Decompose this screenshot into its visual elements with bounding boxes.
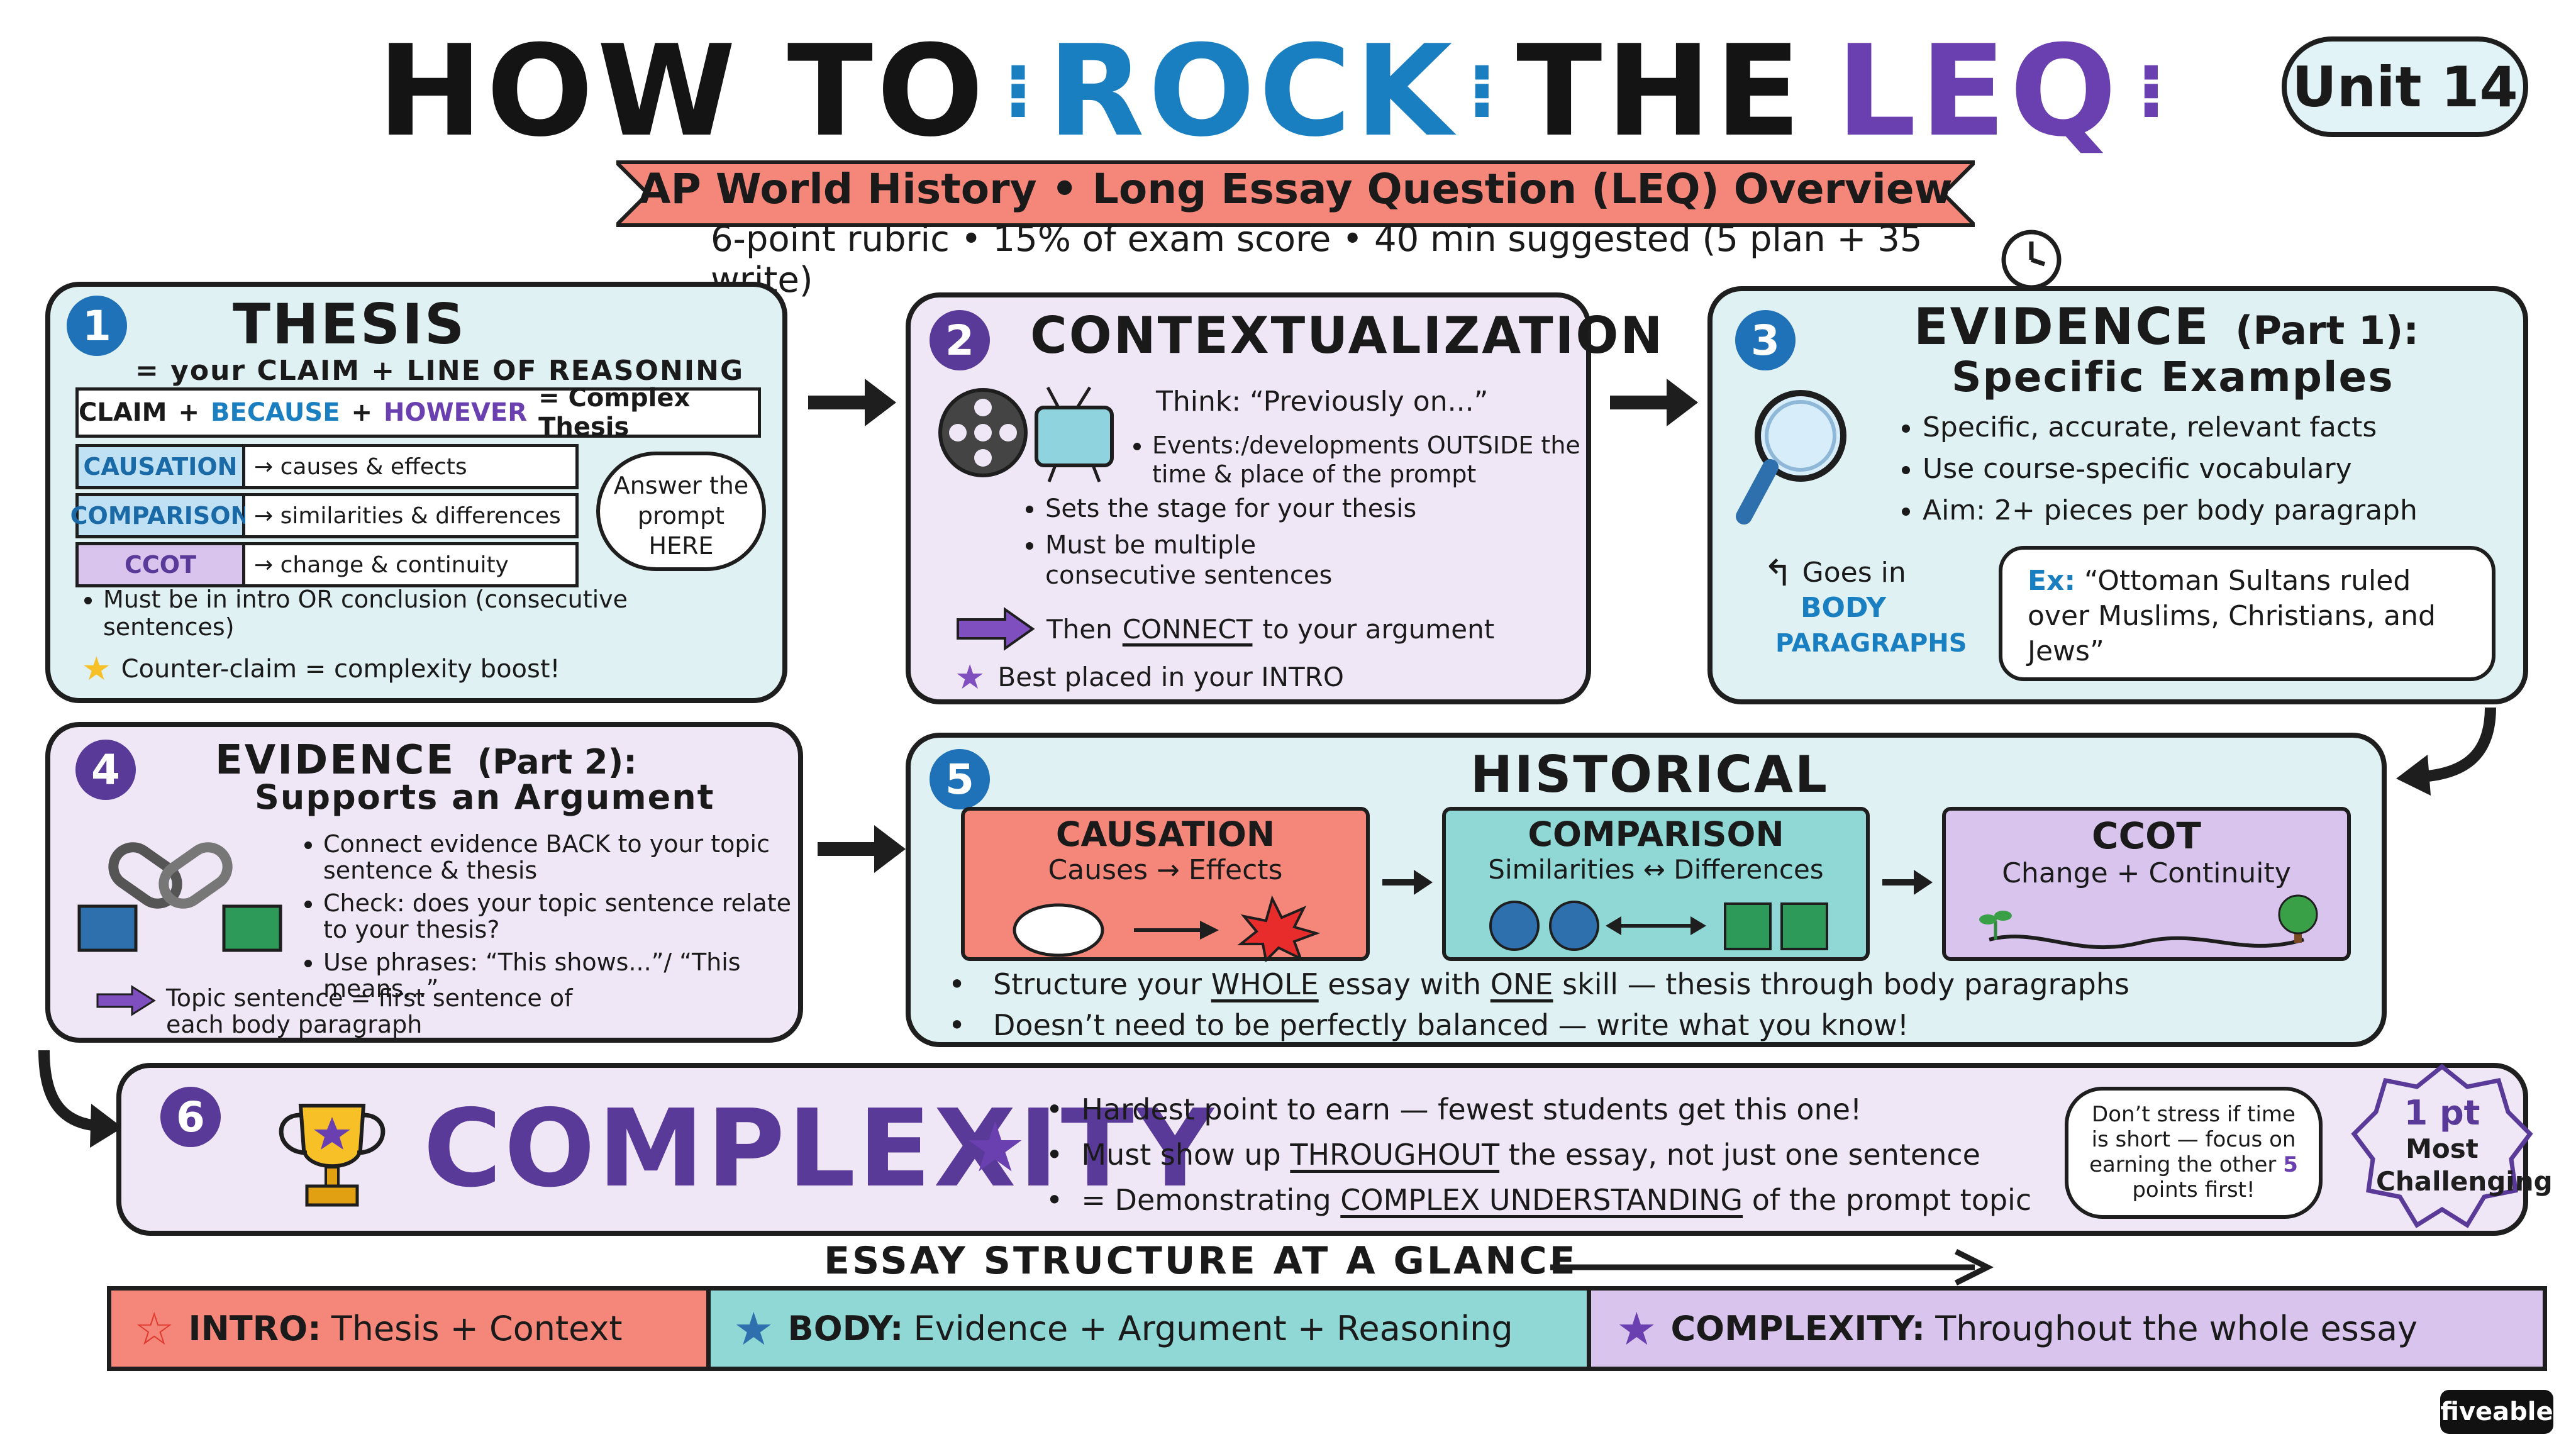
step-number-1: 1 <box>67 296 127 356</box>
ribbon-text: AP World History • Long Essay Question (… <box>638 165 1953 213</box>
arrow-icon <box>1882 870 1933 895</box>
contextualization-title: CONTEXTUALIZATION <box>1030 306 1665 365</box>
evidence1-goes-in: ↰ Goes in BODY PARAGRAPHS <box>1763 552 1967 658</box>
reasoning-box-comparison: COMPARISON Similarities ↔ Differences <box>1442 807 1870 961</box>
flow-arrow-icon <box>38 1050 123 1148</box>
points-badge-text: 1 pt Most Challenging <box>2376 1093 2553 1197</box>
cloud-icon <box>1013 903 1104 957</box>
evidence-part2-card: 4 EVIDENCE (Part 2): Supports an Argumen… <box>45 722 803 1043</box>
answer-prompt-bubble: Answer the prompt HERE <box>596 452 766 571</box>
evidence1-bullets: Specific, accurate, relevant facts Use c… <box>1895 411 2551 534</box>
reasoning-row-comparison: COMPARISON → similarities & differences <box>70 493 579 538</box>
star-icon: ★ <box>82 650 111 688</box>
reasoning-type-rows: CAUSATION → causes & effects COMPARISON … <box>70 444 579 587</box>
reasoning-box-ccot: CCOT Change + Continuity <box>1942 807 2351 961</box>
rubric-line: 6-point rubric • 15% of exam score • 40 … <box>711 219 2063 301</box>
evidence2-topic-line: Topic sentence = first sentence of each … <box>94 985 660 1038</box>
ccot-illustration <box>1979 894 2318 950</box>
points-badge <box>2351 1063 2533 1228</box>
flow-arrow-icon <box>2396 707 2496 796</box>
reasoning-row-causation: CAUSATION → causes & effects <box>75 444 579 489</box>
star-icon: ☆ <box>134 1302 175 1355</box>
complexity-tip-bubble: Don’t stress if time is short — focus on… <box>2065 1087 2323 1219</box>
structure-segment-body: ★ BODY: Evidence + Argument + Reasoning <box>711 1286 1591 1371</box>
step-number-3: 3 <box>1735 310 1796 370</box>
flow-arrow-icon <box>808 379 896 426</box>
step-number-5: 5 <box>930 749 990 809</box>
essay-structure-bar: ☆ INTRO: Thesis + Context ★ BODY: Eviden… <box>107 1286 2547 1371</box>
contextualization-bullets: Events:/developments OUTSIDE the time & … <box>1124 431 1605 495</box>
complexity-card: 6 COMPLEXITY ★ • Hardest point to earn —… <box>116 1063 2553 1236</box>
thesis-title: THESIS <box>233 292 467 357</box>
title-the: THE <box>1516 18 1805 165</box>
trophy-icon <box>279 1104 386 1207</box>
page-title: HOW TO ⁝ ROCK ⁝ THE LEQ ⁝ <box>377 18 2165 165</box>
contextualization-star-line: ★ Best placed in your INTRO <box>955 657 1344 697</box>
explosion-icon <box>1237 895 1321 963</box>
step-number-6: 6 <box>160 1087 221 1147</box>
causation-illustration <box>1013 895 1321 963</box>
evidence2-subtitle: Supports an Argument <box>255 777 715 817</box>
reasoning-row-ccot: CCOT → change & continuity <box>75 542 579 587</box>
sparkle-icon: ⁝ <box>1467 47 1501 135</box>
evidence2-title: EVIDENCE (Part 2): <box>215 737 637 784</box>
star-icon: ★ <box>964 1107 1026 1187</box>
clock-icon <box>2001 230 2062 290</box>
arrow-icon <box>957 607 1035 651</box>
film-reel-icon <box>938 386 1114 482</box>
title-how-to: HOW TO <box>377 18 988 165</box>
contextualization-card: 2 CONTEXTUALIZATION Think: “Previously o… <box>906 292 1662 704</box>
contextualization-bullets-more: Sets the stage for your thesis Must be m… <box>1018 494 1599 597</box>
sparkle-icon: ⁝ <box>2136 47 2170 135</box>
structure-segment-intro: ☆ INTRO: Thesis + Context <box>107 1286 711 1371</box>
title-rock: ROCK <box>1047 18 1457 165</box>
thesis-formula: CLAIM + BECAUSE + HOWEVER = Complex Thes… <box>75 384 761 441</box>
thesis-star-line: ★ Counter-claim = complexity boost! <box>82 650 560 688</box>
thesis-bullets: Must be in intro OR conclusion (consecut… <box>75 586 638 647</box>
magnifier-icon <box>1736 390 1846 525</box>
chain-icon <box>77 842 282 952</box>
complexity-title: COMPLEXITY <box>423 1087 1216 1211</box>
contextualization-connect: Then CONNECT to your argument <box>955 607 1494 651</box>
evidence1-example-bubble: Ex: “Ottoman Sultans ruled over Muslims,… <box>1999 546 2496 681</box>
reasoning-box-causation: CAUSATION Causes → Effects <box>961 807 1370 963</box>
ribbon-banner <box>616 160 1975 227</box>
curved-arrow-icon: ↰ <box>1763 552 1794 594</box>
evidence-part1-card: 3 EVIDENCE (Part 1): Specific Examples S… <box>1707 286 2528 704</box>
reasoning-bullet-2: • Doesn’t need to be perfectly balanced … <box>948 1008 1909 1042</box>
comparison-illustration <box>1489 901 1828 951</box>
flow-arrow-icon <box>1610 379 1698 426</box>
unit-badge: Unit 14 <box>2282 36 2528 137</box>
fiveable-logo: fiveable <box>2440 1390 2553 1434</box>
arrow-icon <box>96 985 156 1016</box>
step-number-2: 2 <box>930 310 990 370</box>
essay-structure-heading: ESSAY STRUCTURE AT A GLANCE <box>824 1239 1578 1283</box>
thesis-subtitle: = your CLAIM + LINE OF REASONING <box>135 355 745 387</box>
structure-segment-complexity: ★ COMPLEXITY: Throughout the whole essay <box>1591 1286 2547 1371</box>
arrow-icon <box>1382 870 1433 895</box>
tree-icon <box>2278 894 2318 935</box>
evidence1-subtitle: Specific Examples <box>1951 353 2394 401</box>
historical-reasoning-card: 5 HISTORICAL REASONING CAUSATION Causes … <box>906 733 2387 1047</box>
contextualization-think: Think: “Previously on...” <box>1156 386 1489 418</box>
star-icon: ★ <box>955 657 985 697</box>
tv-icon <box>1035 406 1114 467</box>
long-arrow-icon <box>1550 1248 1994 1286</box>
evidence2-bullets: Connect evidence BACK to your topic sent… <box>296 831 820 1008</box>
sparkle-icon: ⁝ <box>1004 47 1036 135</box>
thesis-card: 1 THESIS = your CLAIM + LINE OF REASONIN… <box>45 282 787 703</box>
flow-arrow-icon <box>818 825 906 873</box>
title-leq: LEQ <box>1836 18 2121 165</box>
reasoning-bullet-1: • Structure your WHOLE essay with ONE sk… <box>948 967 2129 1001</box>
star-icon: ★ <box>1616 1302 1657 1355</box>
evidence1-title: EVIDENCE (Part 1): <box>1914 297 2419 356</box>
star-icon: ★ <box>733 1302 774 1355</box>
step-number-4: 4 <box>75 740 136 800</box>
complexity-bullets: • Hardest point to earn — fewest student… <box>1046 1092 2032 1217</box>
